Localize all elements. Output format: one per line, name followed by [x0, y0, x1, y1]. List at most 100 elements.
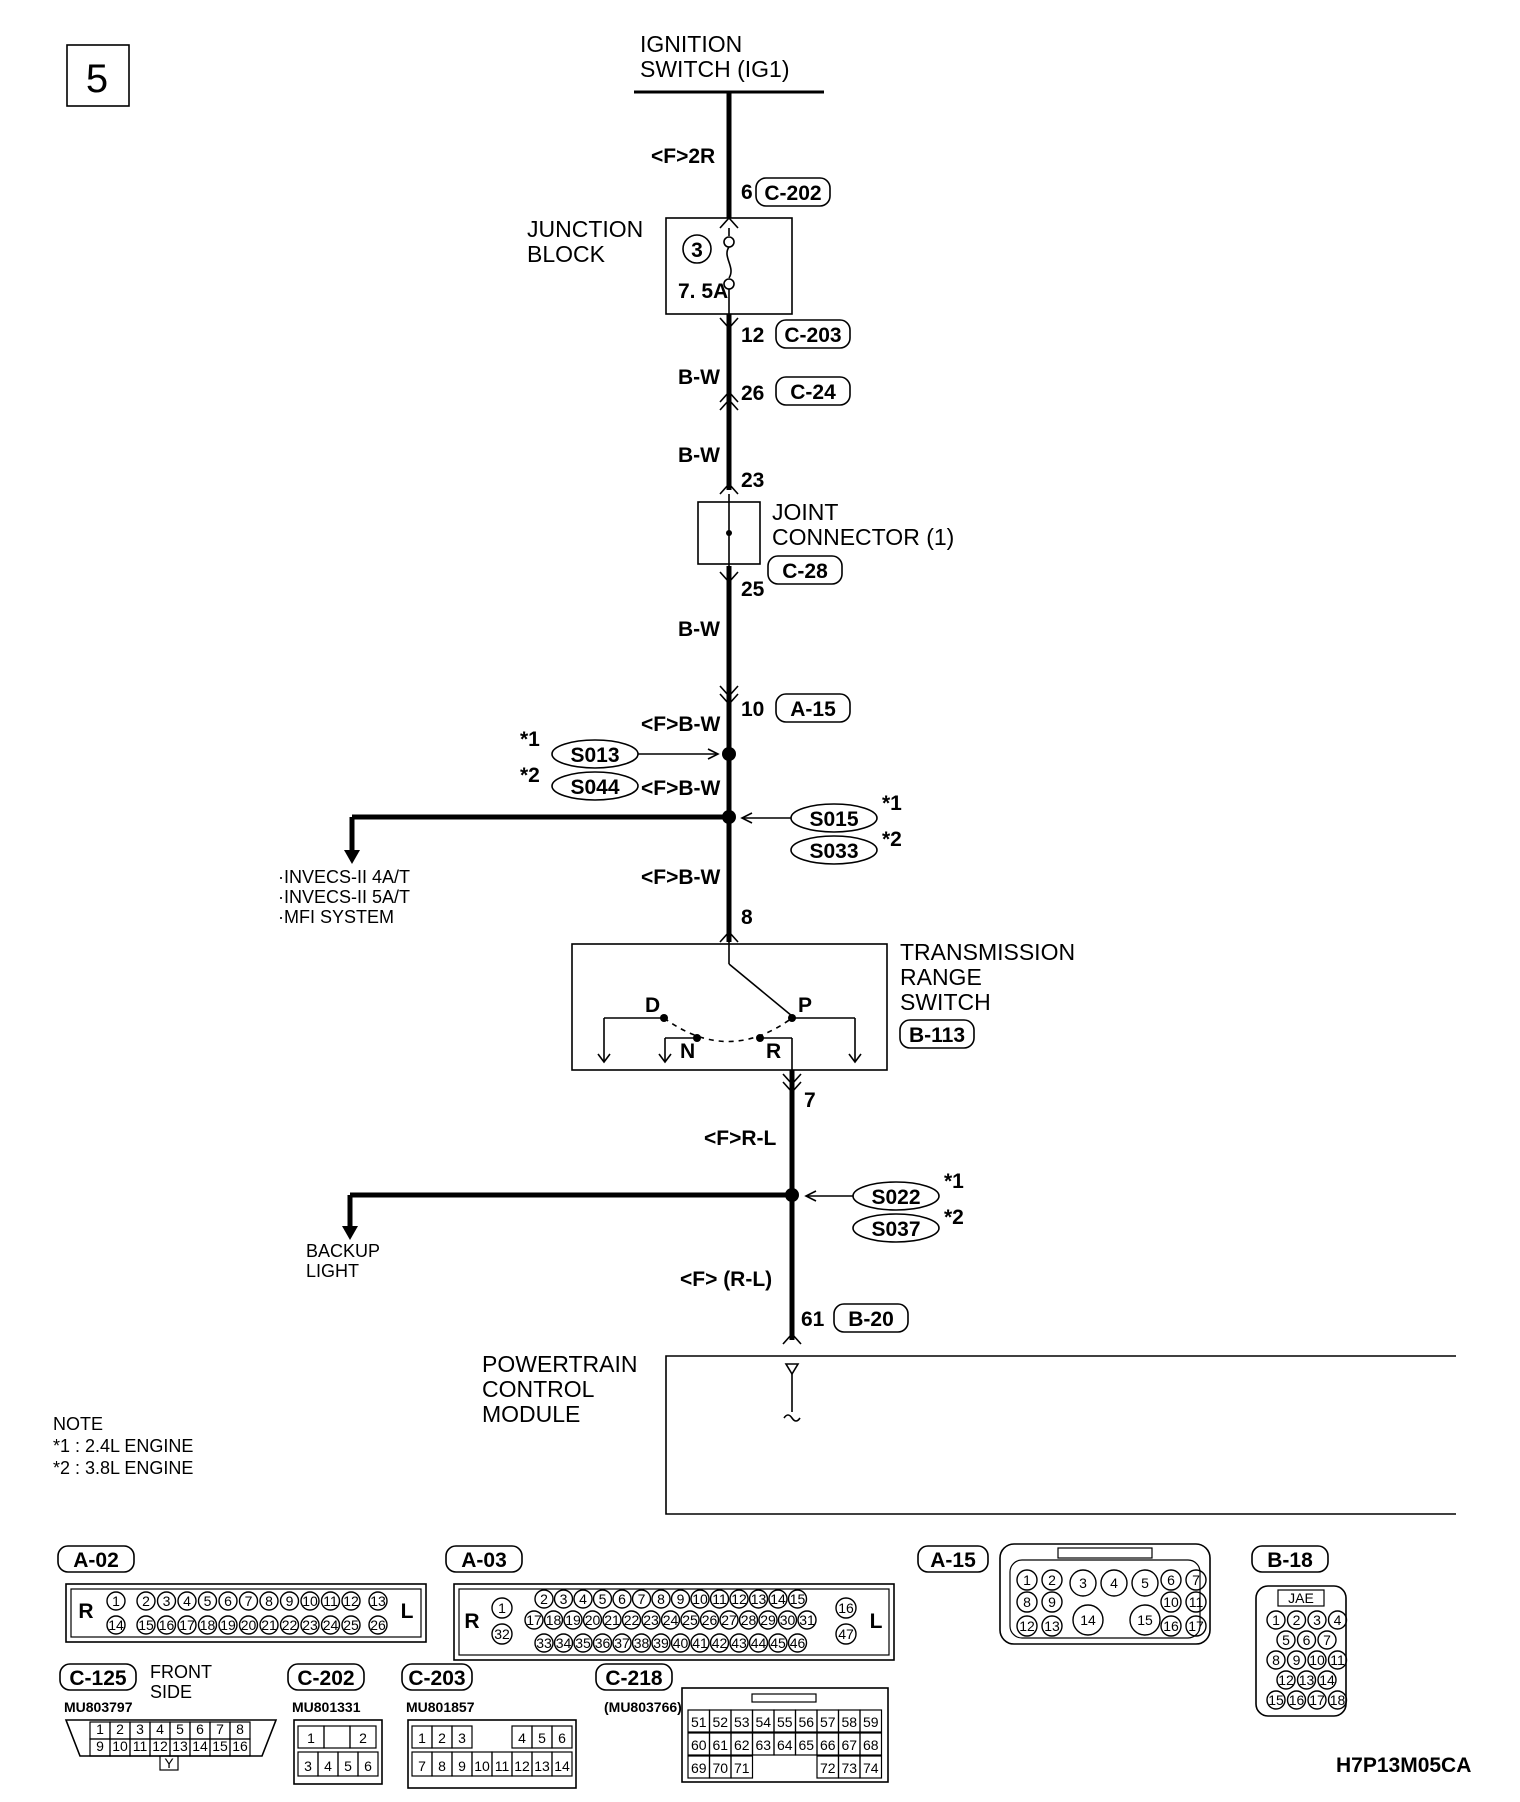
- a02-pin: [341, 1615, 361, 1635]
- b18-pin: [1327, 1690, 1348, 1710]
- a03-pin: [758, 1610, 778, 1630]
- pcm-box: [665, 1355, 1456, 1515]
- a02-housing: [65, 1583, 427, 1643]
- a03-pin-label: 41: [692, 1635, 708, 1651]
- c125-housing: [64, 1719, 278, 1757]
- c203-cell: [551, 1751, 573, 1777]
- a03-tag-text: A-03: [461, 1549, 507, 1572]
- s015-arrow-head: [740, 812, 753, 824]
- c125-cell-label: 9: [96, 1738, 104, 1754]
- b18-brand: JAE: [1288, 1590, 1314, 1606]
- splice-s044-text: S044: [570, 776, 619, 799]
- trs-label-2: RANGE: [900, 964, 982, 990]
- c218-cell-label: 67: [841, 1737, 857, 1753]
- a03-pin-label: 33: [536, 1635, 552, 1651]
- a02-pin: [136, 1591, 156, 1611]
- c203-cell-label: 5: [538, 1730, 546, 1746]
- a03-pin: [602, 1610, 622, 1630]
- a03-pin-label: 36: [595, 1635, 611, 1651]
- a15-pin-label: 8: [1023, 1594, 1031, 1610]
- a15-pin: [1016, 1591, 1038, 1613]
- a02-tag: [57, 1545, 135, 1573]
- a02-pin: [106, 1615, 126, 1635]
- a03-pin-label: 47: [838, 1626, 854, 1642]
- b18-pin-label: 9: [1293, 1652, 1301, 1668]
- note-1: *1 : 2.4L ENGINE: [53, 1436, 193, 1456]
- a03-pin-label: 43: [731, 1635, 747, 1651]
- a03-pin: [534, 1633, 554, 1653]
- a15-tag-text: A-15: [930, 1549, 976, 1572]
- s022-arrow-head: [804, 1190, 817, 1202]
- splice-s033: [790, 835, 878, 865]
- fuse-icon: [723, 228, 735, 318]
- a02-pin: [156, 1615, 177, 1635]
- a02-pin-label: 14: [108, 1617, 124, 1633]
- a03-pin: [699, 1610, 720, 1630]
- a03-pin: [592, 1633, 613, 1653]
- b18-brand-box: [1277, 1589, 1325, 1607]
- a02-pin-label: 11: [323, 1593, 338, 1609]
- tag-c202-text: C-202: [764, 182, 821, 205]
- arrow-down-icon: [342, 1226, 358, 1240]
- a03-pin: [573, 1589, 593, 1609]
- b18-pin-label: 18: [1330, 1692, 1346, 1708]
- a03-pin: [631, 1633, 652, 1653]
- pin-10: 10: [741, 698, 764, 721]
- a02-pin-label: 25: [343, 1617, 359, 1633]
- a15-latch: [1057, 1547, 1153, 1559]
- c202-cell-label: 1: [307, 1730, 315, 1746]
- c202-tag: [287, 1663, 365, 1691]
- fuse-rating: 7. 5A: [678, 280, 728, 303]
- s022-star: *1: [944, 1170, 964, 1193]
- a02-pin-label: 10: [302, 1593, 318, 1609]
- c203-cell-label: 4: [518, 1730, 526, 1746]
- b18-pin: [1286, 1690, 1307, 1710]
- c125-cell-label: 14: [192, 1738, 208, 1754]
- a03-pin-label: 37: [614, 1635, 630, 1651]
- a03-pin: [690, 1589, 710, 1609]
- a02-pin: [259, 1615, 279, 1635]
- c218-cell-label: 73: [841, 1760, 857, 1776]
- c218-cell-label: 61: [712, 1737, 728, 1753]
- connector-chevrons: [719, 216, 802, 1345]
- a03-pin-label: 18: [546, 1612, 562, 1628]
- a02-pin: [300, 1615, 320, 1635]
- a15-pin: [1185, 1615, 1207, 1637]
- a03-pin: [491, 1623, 513, 1645]
- b18-pin: [1307, 1690, 1327, 1710]
- c202-cell: [323, 1725, 351, 1749]
- c125-cell-label: 3: [136, 1721, 144, 1737]
- c203-cell-label: 7: [418, 1758, 426, 1774]
- a02-pin-label: 5: [204, 1593, 212, 1609]
- c218-cell-label: 55: [777, 1714, 793, 1730]
- a03-pin: [563, 1610, 583, 1630]
- tag-c202: [755, 177, 831, 207]
- a15-pin: [1041, 1569, 1063, 1591]
- junction-block-label-2: BLOCK: [527, 241, 606, 267]
- a03-pin-label: 16: [838, 1600, 854, 1616]
- a03-pin-label: 28: [741, 1612, 757, 1628]
- a15-pin: [1131, 1569, 1159, 1597]
- a02-pin-label: 15: [138, 1617, 154, 1633]
- a03-pin-label: 45: [770, 1635, 786, 1651]
- trs-contact-n: [693, 1034, 701, 1042]
- a15-pin-label: 16: [1163, 1618, 1179, 1634]
- a15-pin: [1129, 1604, 1161, 1636]
- a03-pin-label: 5: [599, 1591, 607, 1607]
- a03-pin-label: 38: [634, 1635, 650, 1651]
- b18-pin-label: 12: [1278, 1672, 1294, 1688]
- a03-pin: [748, 1633, 769, 1653]
- c125-cell-label: 12: [152, 1738, 168, 1754]
- a15-pin-label: 1: [1023, 1572, 1031, 1588]
- a03-pin: [835, 1623, 857, 1645]
- splice-s044: [551, 771, 639, 801]
- wire-label-bw-3: B-W: [678, 618, 720, 641]
- c125-cell-label: 10: [112, 1738, 128, 1754]
- a02-pin: [156, 1591, 177, 1611]
- a02-pin: [300, 1591, 320, 1611]
- a15-pin: [1072, 1604, 1104, 1636]
- b18-tag-text: B-18: [1267, 1549, 1313, 1572]
- a03-pin: [709, 1633, 730, 1653]
- a03-pin-label: 46: [790, 1635, 806, 1651]
